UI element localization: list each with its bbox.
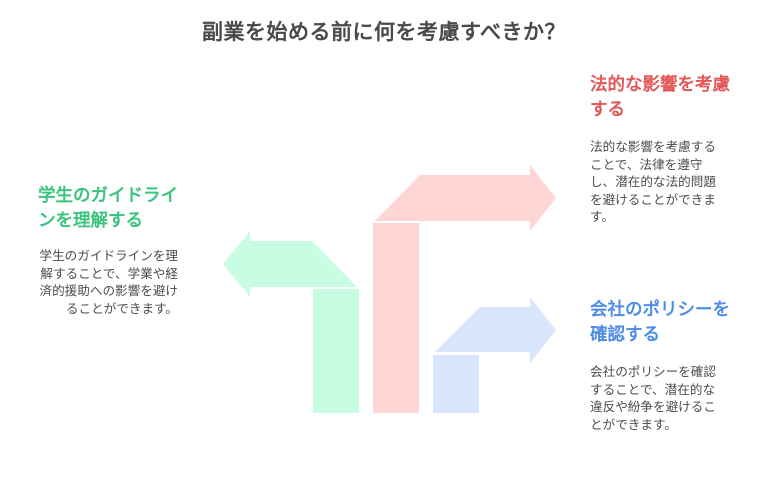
- student-arrow: [223, 231, 359, 413]
- student-description: 学生のガイドラインを理解することで、学業や経済的援助への影響を避けることができま…: [39, 248, 178, 316]
- student-arrow-stem: [313, 289, 359, 413]
- student-heading: 学生のガイドラインを理解する: [38, 186, 178, 231]
- legal-block: 法的な影響を考慮する 法的な影響を考慮することで、法律を遵守し、潜在的な法的問題…: [590, 73, 732, 226]
- diagram-title: 副業を始める前に何を考慮すべきか？: [201, 20, 567, 44]
- legal-arrow-stem: [373, 223, 419, 413]
- student-block: 学生のガイドラインを理解する 学生のガイドラインを理解することで、学業や経済的援…: [38, 184, 180, 317]
- policy-arrow: [433, 297, 556, 413]
- bent-arrow-right-icon: [375, 165, 556, 231]
- bent-arrow-right-icon: [435, 297, 556, 363]
- legal-description: 法的な影響を考慮することで、法律を遵守し、潜在的な法的問題を避けることができます…: [590, 139, 716, 225]
- legal-heading: 法的な影響を考慮する: [590, 75, 730, 120]
- policy-heading: 会社のポリシーを確認する: [590, 300, 730, 345]
- bent-arrow-left-icon: [223, 231, 357, 297]
- legal-arrow: [373, 165, 556, 413]
- policy-block: 会社のポリシーを確認する 会社のポリシーを確認することで、潜在的な違反や紛争を避…: [590, 298, 732, 433]
- policy-description: 会社のポリシーを確認することで、潜在的な違反や紛争を避けることができます。: [590, 364, 716, 432]
- policy-arrow-stem: [433, 355, 479, 413]
